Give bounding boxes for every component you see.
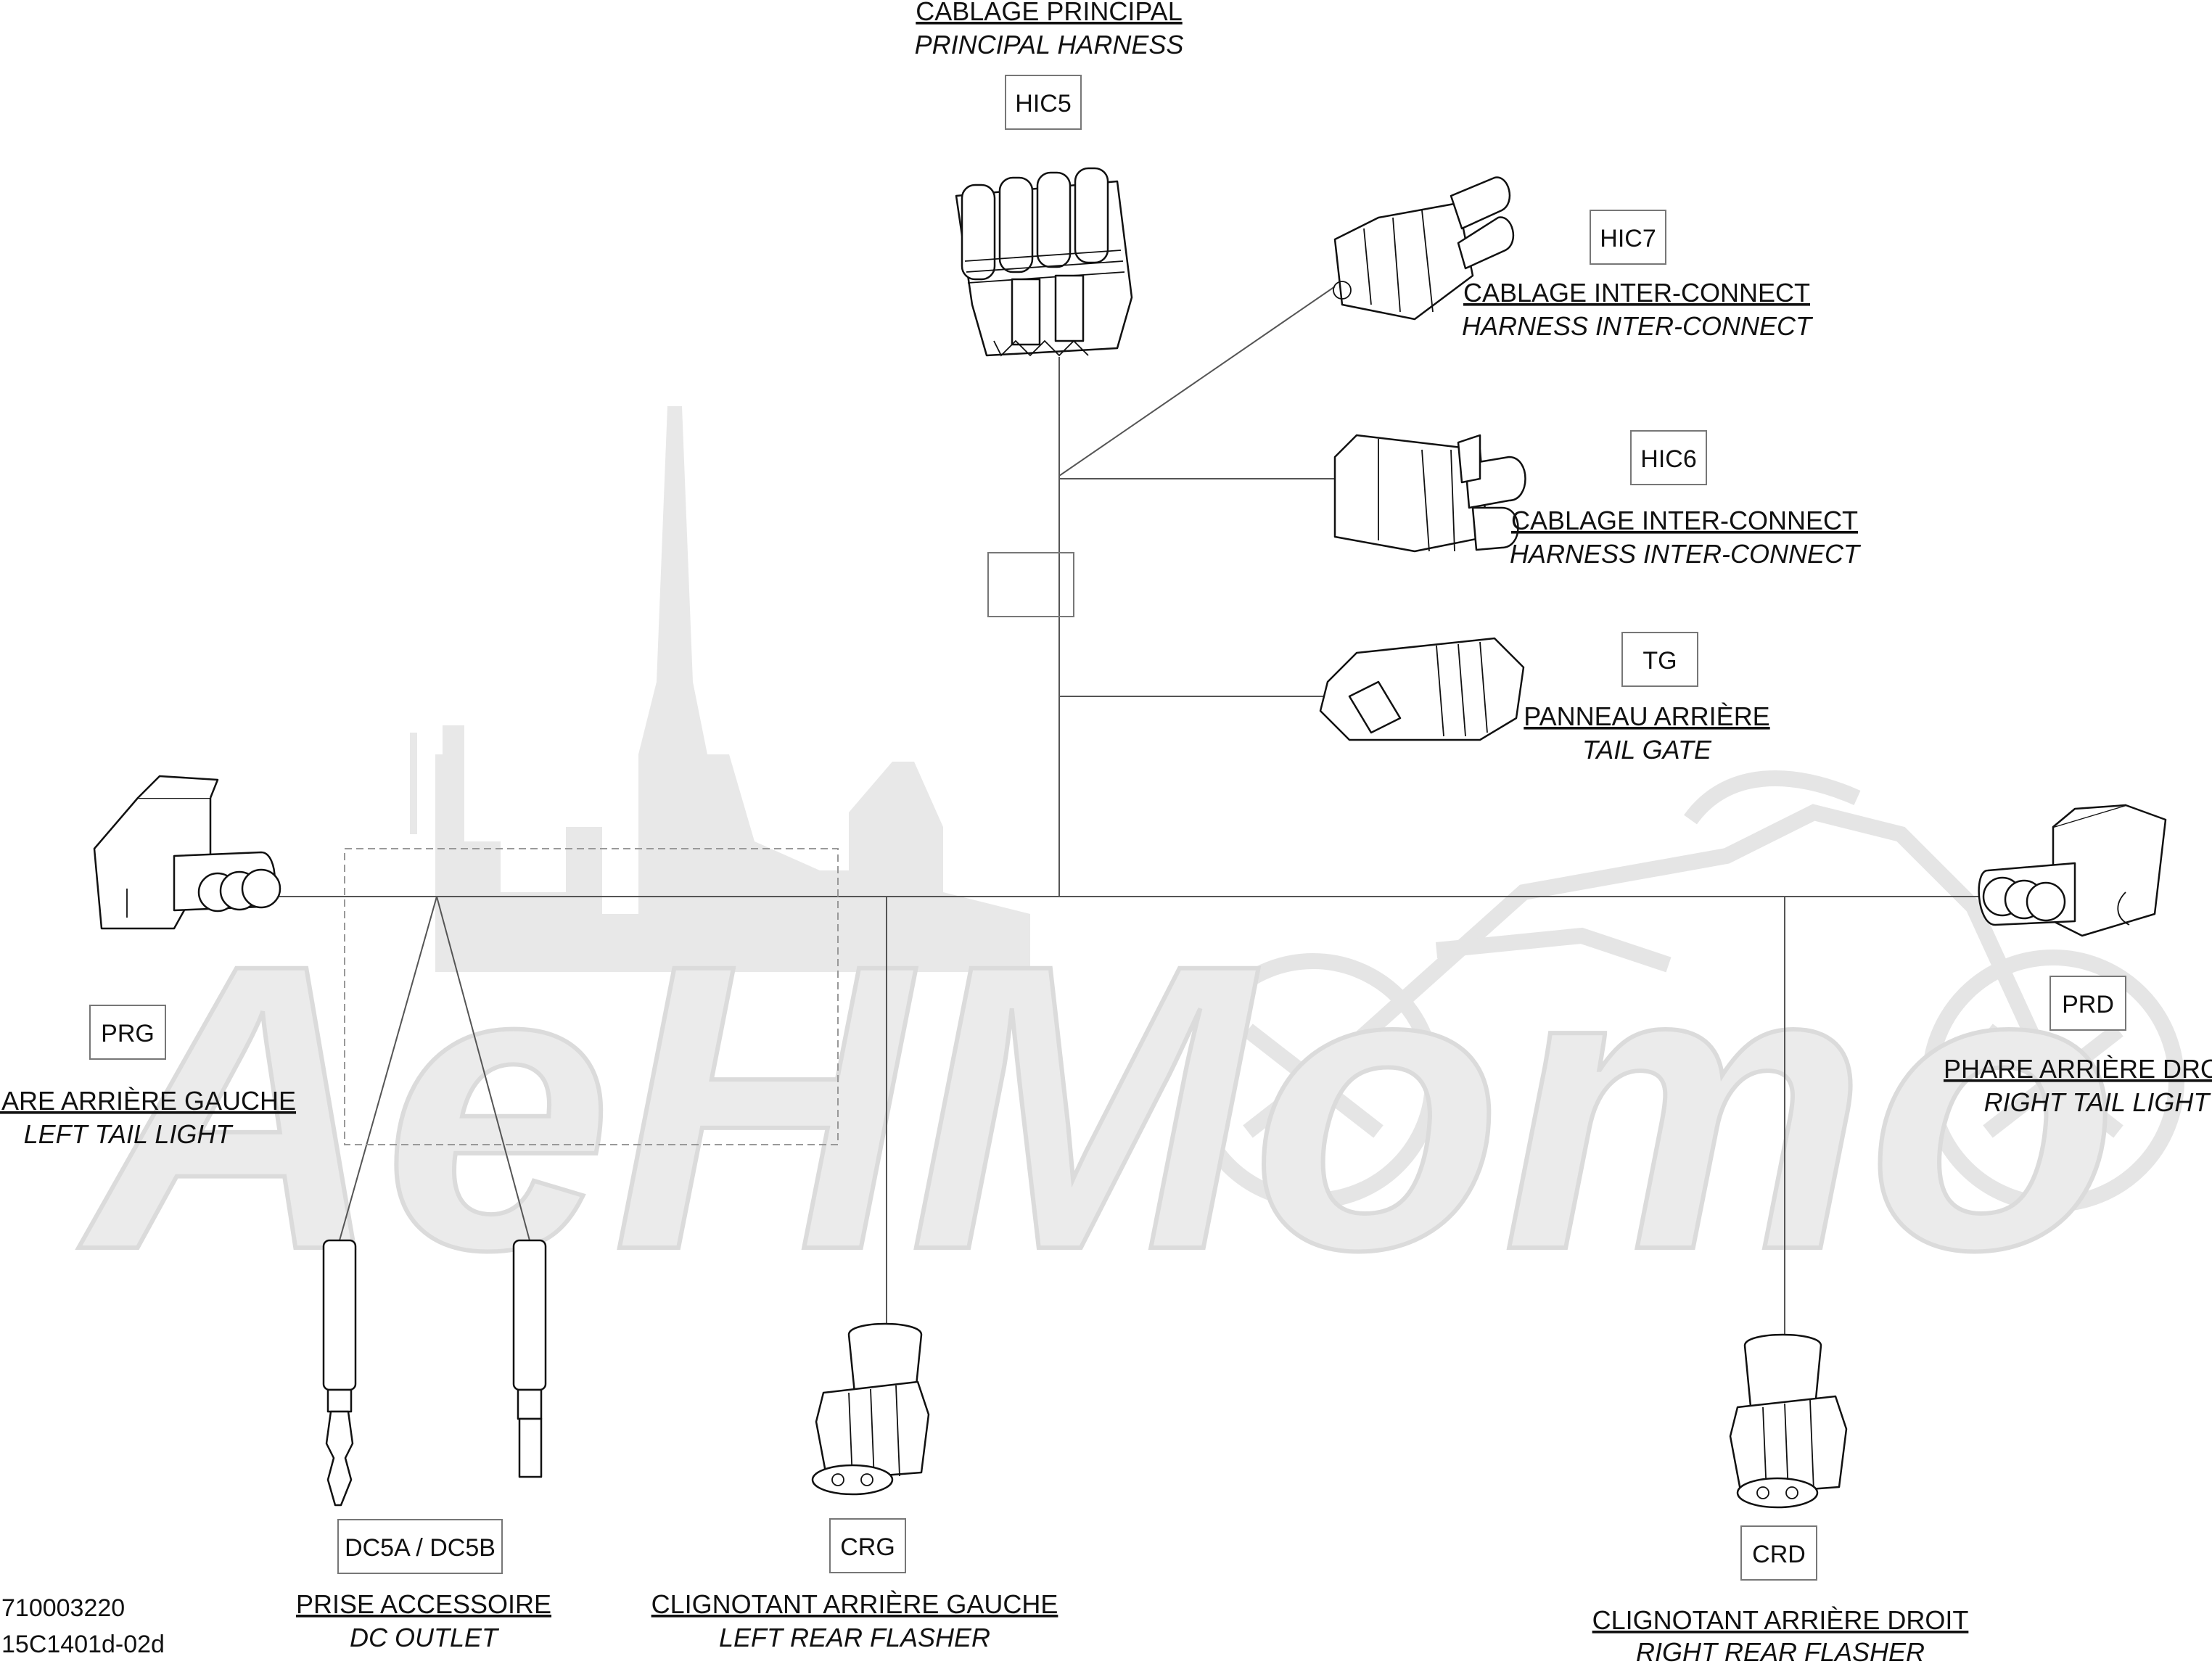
prg-label-en: LEFT TAIL LIGHT xyxy=(24,1119,234,1149)
hic6-label-en: HARNESS INTER-CONNECT xyxy=(1510,539,1862,569)
hic5-label-en: PRINCIPAL HARNESS xyxy=(915,30,1184,59)
hic6-code-box xyxy=(1630,430,1707,485)
crd-connector-icon xyxy=(1729,1333,1848,1509)
hic7-label-en: HARNESS INTER-CONNECT xyxy=(1462,311,1814,341)
watermark: AeHMomo xyxy=(72,406,2184,1336)
hic5-code-box xyxy=(1005,75,1082,130)
dc5b-pin-icon xyxy=(512,1239,547,1478)
connector-crg: CRG CLIGNOTANT ARRIÈRE GAUCHE LEFT REAR … xyxy=(651,1322,1058,1652)
prd-connector-icon xyxy=(1978,804,2167,937)
crg-label-fr: CLIGNOTANT ARRIÈRE GAUCHE xyxy=(651,1589,1058,1619)
prd-label-en: RIGHT TAIL LIGHT xyxy=(1984,1087,2212,1117)
dc5-code-box xyxy=(337,1519,503,1574)
hic6-connector-icon xyxy=(1333,434,1526,553)
dc5-code: DC5A / DC5B xyxy=(345,1534,496,1562)
prd-label-fr: PHARE ARRIÈRE DROIT xyxy=(1944,1054,2212,1084)
hic7-code-box xyxy=(1590,210,1666,265)
prg-code: PRG xyxy=(101,1020,155,1047)
hic7-label-fr: CABLAGE INTER-CONNECT xyxy=(1463,278,1810,308)
hic7-connector-icon xyxy=(1333,176,1515,321)
crd-code-box xyxy=(1740,1525,1817,1581)
crd-label-en: RIGHT REAR FLASHER xyxy=(1636,1637,1925,1664)
hic7-code: HIC7 xyxy=(1600,225,1656,252)
hic6-label-fr: CABLAGE INTER-CONNECT xyxy=(1511,506,1858,535)
dc5-label-en: DC OUTLET xyxy=(350,1623,500,1652)
prd-code: PRD xyxy=(2062,991,2114,1018)
tg-connector-icon xyxy=(1319,637,1525,741)
wire-dc5a xyxy=(339,896,437,1241)
connector-hic6: HIC6 CABLAGE INTER-CONNECT HARNESS INTER… xyxy=(1333,430,1862,569)
wire-dc5b xyxy=(436,896,530,1241)
harness-clip-box xyxy=(987,552,1074,617)
connector-tg: TG PANNEAU ARRIÈRE TAIL GATE xyxy=(1319,632,1770,765)
part-number: 710003220 xyxy=(1,1594,125,1622)
hic6-code: HIC6 xyxy=(1640,445,1696,473)
wire-hic7 xyxy=(1058,286,1336,477)
connector-hic7: HIC7 CABLAGE INTER-CONNECT HARNESS INTER… xyxy=(1333,176,1814,341)
dc-outlet-area xyxy=(344,848,839,1145)
crg-connector-icon xyxy=(811,1322,930,1496)
prg-connector-icon xyxy=(93,775,281,930)
tg-code: TG xyxy=(1642,647,1677,675)
connector-hic5: CABLAGE PRINCIPAL PRINCIPAL HARNESS HIC5 xyxy=(915,0,1184,357)
connector-crd: CRD CLIGNOTANT ARRIÈRE DROIT RIGHT REAR … xyxy=(1592,1333,1969,1664)
crg-code-box xyxy=(829,1518,906,1573)
crg-label-en: LEFT REAR FLASHER xyxy=(719,1623,990,1652)
dc5-label-fr: PRISE ACCESSOIRE xyxy=(296,1589,551,1619)
crg-code: CRG xyxy=(840,1533,895,1561)
prg-code-box xyxy=(89,1005,166,1060)
drawing-reference: 15C1401d-02d xyxy=(1,1631,165,1658)
watermark-text: AeHMomo xyxy=(74,880,2118,1334)
harness-wires xyxy=(279,286,1981,1338)
connector-prg: PRG PHARE ARRIÈRE GAUCHE LEFT TAIL LIGHT xyxy=(0,775,296,1149)
hic5-label-fr: CABLAGE PRINCIPAL xyxy=(916,0,1182,26)
hic5-connector-icon xyxy=(955,167,1133,357)
connector-prd: PRD PHARE ARRIÈRE DROIT RIGHT TAIL LIGHT xyxy=(1944,804,2212,1117)
hic5-code: HIC5 xyxy=(1015,90,1071,118)
tg-label-en: TAIL GATE xyxy=(1582,735,1712,765)
dc5a-pin-icon xyxy=(322,1239,357,1507)
tg-label-fr: PANNEAU ARRIÈRE xyxy=(1524,701,1769,731)
connector-dc5: DC5A / DC5B PRISE ACCESSOIRE DC OUTLET xyxy=(296,1239,551,1652)
prd-code-box xyxy=(2049,976,2126,1031)
crd-label-fr: CLIGNOTANT ARRIÈRE DROIT xyxy=(1592,1605,1969,1635)
watermark-motorcycle xyxy=(1185,770,2184,1212)
tg-code-box xyxy=(1621,632,1698,687)
prg-label-fr: PHARE ARRIÈRE GAUCHE xyxy=(0,1086,296,1116)
crd-code: CRD xyxy=(1752,1541,1806,1568)
